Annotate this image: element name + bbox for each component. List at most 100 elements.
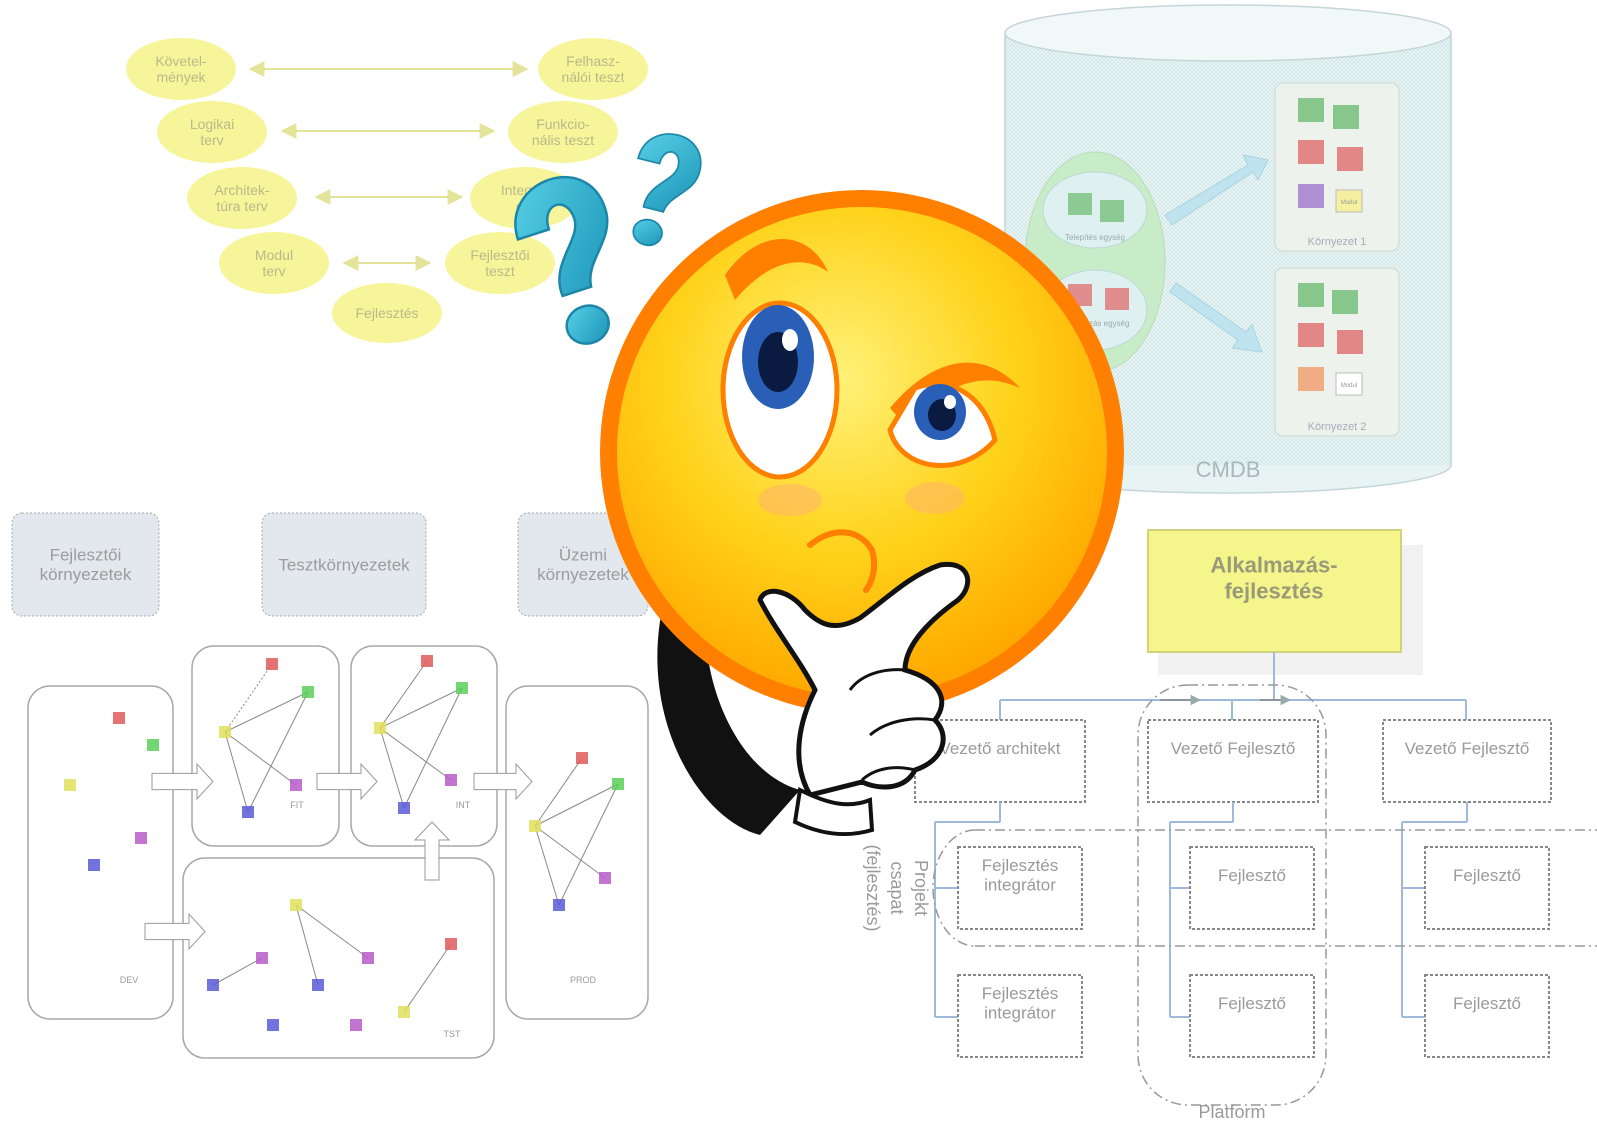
environment-node — [350, 1019, 362, 1031]
environment-box — [350, 645, 498, 847]
arm — [657, 610, 800, 835]
question-mark-dot — [565, 304, 610, 345]
environment-edge — [224, 731, 297, 786]
org-lead-label: Vezető architekt — [940, 739, 1061, 758]
cmdb-item — [1100, 200, 1124, 222]
environment-stage-label: INT — [456, 800, 471, 810]
environment-edge — [534, 757, 583, 827]
cheek — [758, 484, 822, 516]
environment-node — [456, 682, 468, 694]
cmdb-item — [1332, 290, 1358, 314]
environment-node — [374, 722, 386, 734]
environment-node — [612, 778, 624, 790]
cmdb-group-label: Telepítés egység — [1065, 233, 1125, 242]
environment-stage-label: DEV — [120, 975, 139, 985]
org-lead-label: Vezető Fejlesztő — [1405, 739, 1530, 758]
environment-edge — [212, 957, 263, 986]
cmdb-environment-label: Környezet 2 — [1308, 421, 1367, 433]
flow-arrow — [144, 912, 206, 951]
environment-node — [599, 872, 611, 884]
environment-edge — [403, 943, 452, 1013]
environment-node — [242, 806, 254, 818]
environment-edge — [534, 825, 560, 906]
thinking-face-icon — [600, 190, 1124, 837]
project-label: csapat — [887, 861, 907, 914]
project-label: (fejlesztés) — [863, 844, 883, 931]
environment-stage-label: FIT — [290, 800, 304, 810]
flow-arrow — [316, 762, 378, 801]
eye-highlight — [944, 395, 956, 409]
environment-node — [290, 779, 302, 791]
environment-box — [505, 685, 649, 1020]
cmdb-subgroup — [1042, 171, 1148, 249]
v-model-node — [508, 101, 618, 163]
environment-node — [576, 752, 588, 764]
org-member-box — [957, 974, 1083, 1058]
environment-edge — [224, 663, 273, 733]
org-member-label: Fejlesztő — [1218, 994, 1286, 1013]
environment-node — [88, 859, 100, 871]
question-mark-icon — [514, 133, 702, 345]
org-member-box — [1189, 846, 1315, 930]
cmdb-item — [1298, 140, 1324, 164]
cmdb-label: CMDB — [1196, 457, 1261, 482]
environment-edge — [295, 904, 369, 959]
cmdb-arrow — [1169, 282, 1263, 353]
cmdb-item — [1337, 147, 1363, 171]
environment-stage-label: PROD — [570, 975, 597, 985]
environment-node — [266, 658, 278, 670]
environment-node — [421, 655, 433, 667]
cuff — [792, 786, 875, 837]
v-model-label: Fejlesztés — [355, 305, 418, 321]
cmdb-module-box — [1335, 189, 1363, 213]
question-mark-hook — [637, 133, 702, 213]
cheek — [905, 482, 965, 514]
eyebrow — [725, 238, 828, 300]
v-model-node — [187, 167, 297, 229]
environment-edge — [403, 687, 463, 809]
cmdb-module-label: Modul — [1341, 383, 1357, 389]
hand-crease — [869, 717, 936, 737]
environment-node — [64, 779, 76, 791]
cmdb-environment-label: Környezet 1 — [1308, 236, 1367, 248]
hand-crease — [848, 668, 906, 691]
environment-node — [398, 1006, 410, 1018]
org-root-label: Alkalmazás-fejlesztés — [1210, 553, 1337, 604]
platform-label: Platform — [1198, 1102, 1265, 1122]
org-member-box — [1424, 974, 1550, 1058]
org-member-label: Fejlesztő — [1453, 866, 1521, 885]
org-lead-box — [1382, 719, 1552, 803]
cmdb-item — [1298, 184, 1324, 208]
environment-node — [256, 952, 268, 964]
flow-arrow — [413, 821, 451, 881]
environment-header-box — [261, 512, 427, 617]
environment-box — [191, 645, 340, 847]
question-mark-dot — [632, 218, 663, 247]
org-member-label: Fejlesztő — [1453, 994, 1521, 1013]
environment-node — [529, 820, 541, 832]
org-lead-box — [1147, 719, 1319, 803]
environment-node — [302, 686, 314, 698]
environment-edge — [379, 687, 463, 729]
environment-edge — [534, 783, 619, 827]
environment-node — [362, 952, 374, 964]
environment-node — [445, 938, 457, 950]
environment-node — [147, 739, 159, 751]
environment-node — [290, 899, 302, 911]
v-model-node — [445, 232, 555, 294]
cmdb-item — [1298, 98, 1324, 122]
environment-header-box — [11, 512, 160, 617]
cmdb-item — [1298, 283, 1324, 307]
environment-node — [398, 802, 410, 814]
environment-box — [182, 857, 495, 1059]
environment-node — [553, 899, 565, 911]
eyebrow — [890, 362, 1020, 425]
question-mark-icon — [514, 176, 610, 345]
cmdb-module-box — [1335, 372, 1363, 396]
